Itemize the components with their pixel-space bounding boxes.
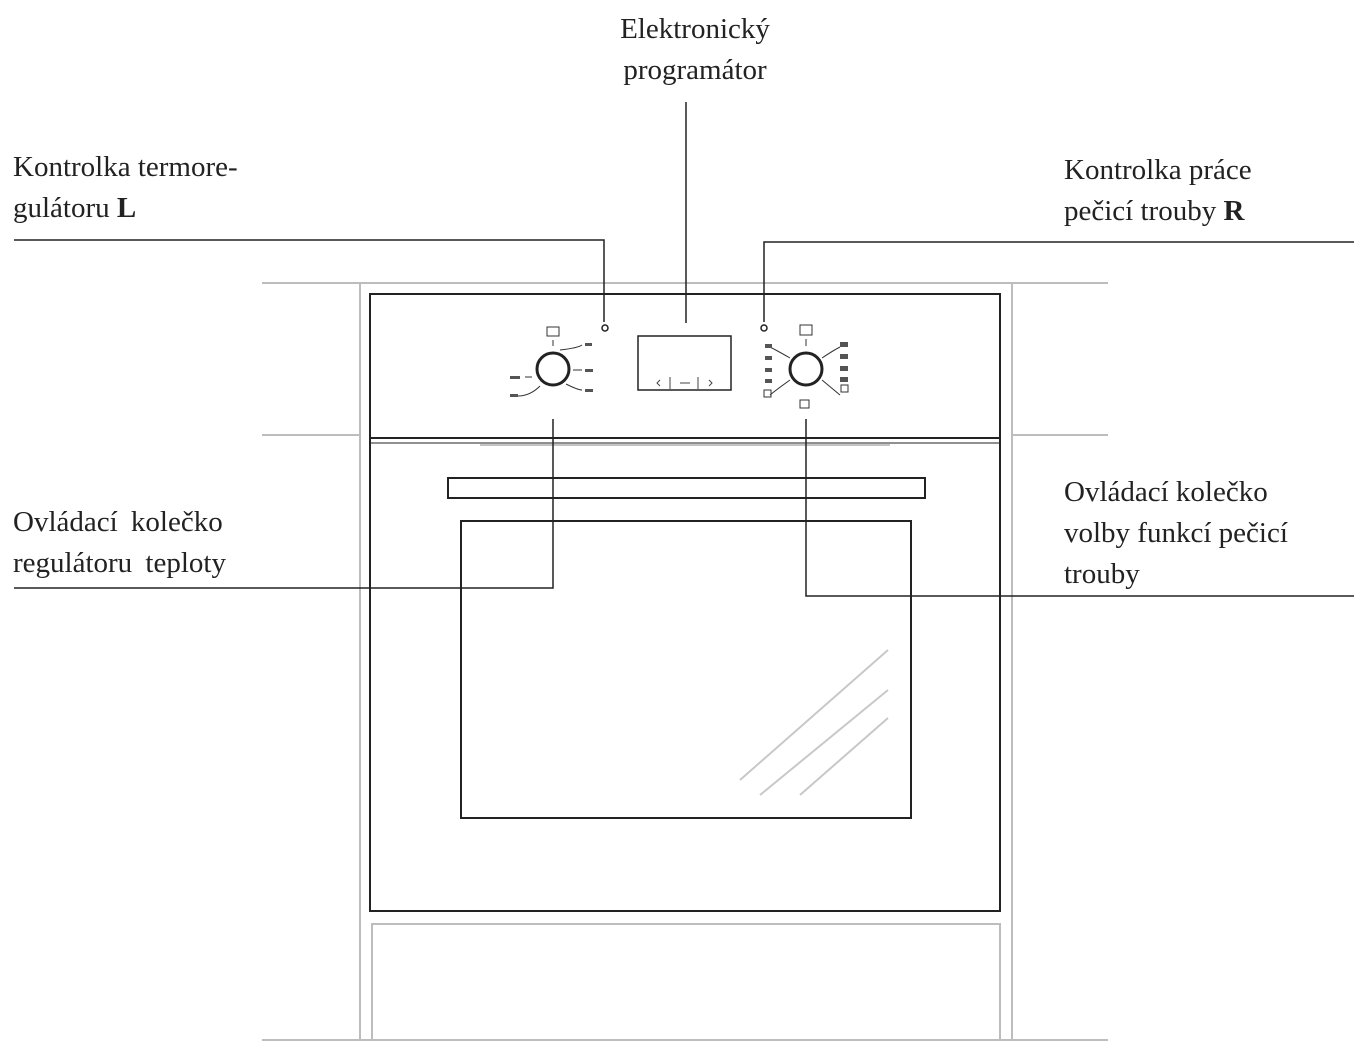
oven-lamp: [760, 324, 768, 332]
label-thermostat-lamp-line-2: gulátoru L: [13, 188, 238, 229]
leader-oven-lamp: [763, 241, 1354, 322]
glass-reflection: [739, 649, 889, 796]
label-function-knob-line-2: volby funkcí pečicí: [1064, 517, 1288, 549]
leader-temperature-knob: [14, 419, 554, 589]
label-temperature-knob-line-1: Ovládací kolečko: [13, 506, 223, 538]
leader-function-knob: [805, 419, 1354, 597]
label-function-knob-line-3: trouby: [1064, 558, 1140, 590]
label-oven-lamp: Kontrolka práce pečicí trouby R: [1064, 150, 1252, 232]
label-function-knob: Ovládací kolečko volby funkcí pečicí tro…: [1064, 472, 1288, 595]
label-function-knob-line-1: Ovládací kolečko: [1064, 476, 1268, 508]
oven-body: [369, 293, 1001, 912]
label-thermostat-lamp-letter: L: [116, 192, 137, 224]
thermostat-lamp: [601, 324, 609, 332]
door-window: [460, 520, 912, 819]
cabinet: [262, 282, 1108, 1041]
label-oven-lamp-line-2: pečicí trouby R: [1064, 191, 1252, 232]
door-handle: [447, 477, 926, 499]
label-oven-lamp-text: pečicí trouby: [1064, 195, 1217, 227]
programmer-display: [637, 335, 732, 391]
temperature-knob: [510, 326, 593, 397]
label-programmer-line-2: programátor: [623, 54, 767, 86]
label-programmer: Elektronický programátor: [560, 9, 830, 91]
label-thermostat-lamp-line-1: Kontrolka termore-: [13, 151, 238, 183]
label-oven-lamp-letter: R: [1223, 195, 1245, 227]
leader-thermostat-lamp: [14, 239, 605, 322]
leader-lines: [14, 102, 1354, 597]
label-programmer-line-1: Elektronický: [620, 13, 770, 45]
function-knob: [763, 324, 849, 409]
label-oven-lamp-line-1: Kontrolka práce: [1064, 154, 1252, 186]
label-temperature-knob-line-2: regulátoru teploty: [13, 547, 226, 579]
label-thermostat-lamp-text: gulátoru: [13, 192, 110, 224]
label-thermostat-lamp: Kontrolka termore- gulátoru L: [13, 147, 238, 229]
label-temperature-knob: Ovládací kolečko regulátoru teploty: [13, 502, 226, 584]
